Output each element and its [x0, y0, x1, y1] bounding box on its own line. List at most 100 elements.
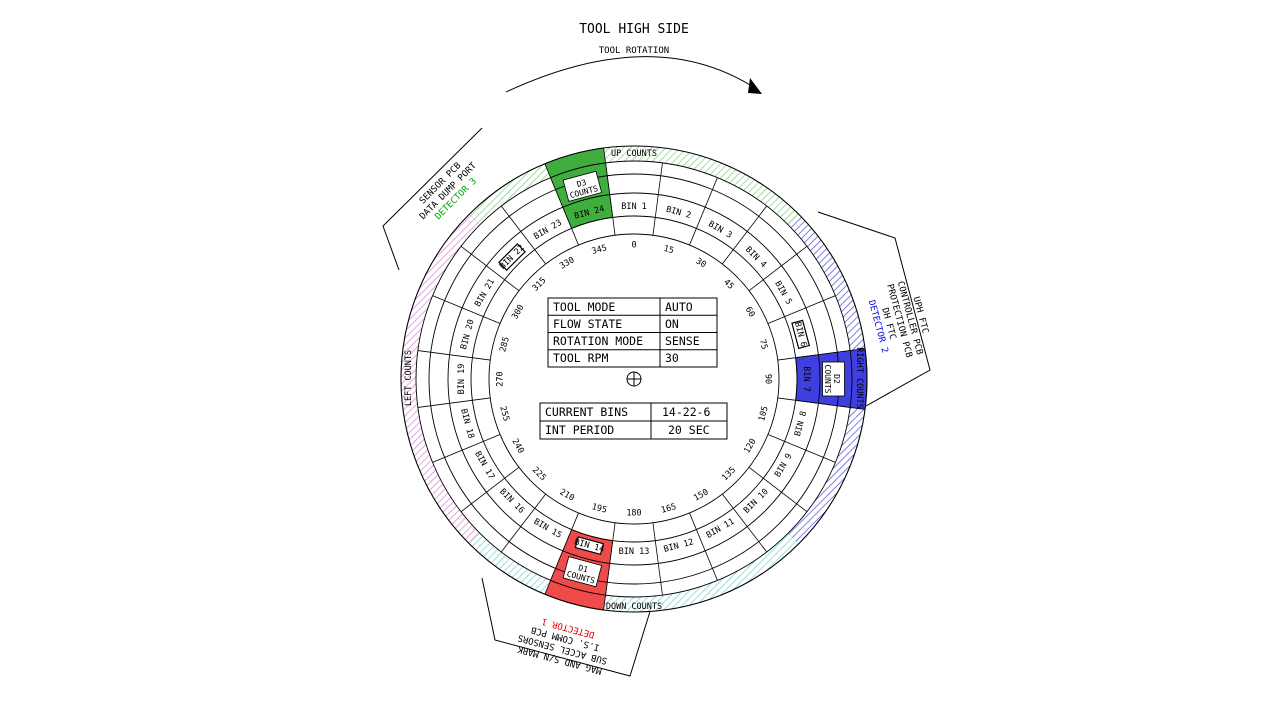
rotation-label: TOOL ROTATION: [599, 46, 669, 56]
angle-label: 195: [590, 502, 607, 516]
bin-label: BIN 21: [473, 277, 497, 309]
bin-label: BIN 1: [621, 202, 647, 212]
bin-label: BIN 12: [663, 537, 695, 555]
bin-label: BIN 19: [457, 364, 467, 395]
bin-label: BIN 3: [706, 219, 733, 240]
angle-label: 45: [721, 277, 735, 291]
up-counts-label: UP COUNTS: [611, 149, 657, 159]
status-value-tool-rpm: 30: [665, 351, 679, 365]
angle-label: 180: [626, 509, 641, 519]
bins-label-int-period: INT PERIOD: [545, 423, 614, 437]
bin-divider-21: [500, 205, 547, 265]
rotation-arrow-arc: [505, 56, 751, 93]
bin-label: BIN 13: [619, 547, 650, 557]
bin-label: BIN 5: [772, 279, 793, 306]
angle-label: 120: [742, 437, 758, 455]
angle-label: 75: [757, 338, 769, 350]
status-label-flow-state: FLOW STATE: [553, 317, 622, 331]
ring-5: [488, 233, 780, 525]
angle-label: 255: [497, 405, 511, 422]
detector-2-counts-box: [822, 361, 845, 397]
status-label-tool-mode: TOOL MODE: [553, 300, 615, 314]
status-table: TOOL MODE AUTO FLOW STATE ON ROTATION MO…: [547, 297, 718, 368]
ring-1: [415, 160, 853, 598]
center-crosshair-icon: [626, 371, 642, 387]
angle-label: 330: [558, 255, 576, 271]
callout-bottom: MAG AND S/N MARK SUB ACCEL SENSORS I.S. …: [516, 616, 608, 676]
bin-divider-9: [721, 493, 768, 553]
angle-label: 90: [763, 374, 773, 384]
bin-label: BIN 16: [497, 487, 526, 516]
angle-label: 345: [591, 243, 608, 257]
status-label-rotation-mode: ROTATION MODE: [553, 334, 643, 348]
bins-table: CURRENT BINS 14-22-6 INT PERIOD 20 SEC: [539, 402, 728, 440]
down-counts-label: DOWN COUNTS: [606, 602, 662, 612]
bin-divider-20: [460, 245, 520, 292]
angle-label: 135: [720, 465, 738, 483]
detector-3-counts-text: D3: [576, 178, 588, 189]
highlighted-bin-box: [574, 536, 605, 556]
angle-label: 270: [496, 371, 506, 386]
ring-3: [447, 192, 821, 566]
angle-label: 30: [694, 256, 708, 270]
left-counts-label: LEFT COUNTS: [404, 350, 414, 406]
bin-divider-0: [652, 162, 663, 236]
radial-layer: [417, 162, 851, 596]
bin-divider-14: [500, 493, 547, 553]
bin-label: BIN 2: [665, 205, 692, 221]
angle-label: 300: [510, 303, 526, 321]
bin-label: BIN 4: [743, 245, 768, 270]
rings-layer: [400, 145, 868, 613]
ring-4: [470, 215, 798, 543]
detector-1-counts-box: [562, 556, 603, 588]
angle-label: 315: [531, 276, 549, 294]
bins-label-current-bins: CURRENT BINS: [545, 405, 628, 419]
bin-divider-8: [748, 466, 808, 513]
bin-label: BIN 10: [742, 487, 771, 516]
down-counts-arc: [469, 533, 799, 612]
angle-label: 225: [530, 465, 548, 483]
angle-label: 150: [692, 487, 710, 503]
bin-divider-10: [689, 512, 718, 581]
angle-label: 240: [509, 437, 525, 455]
angle-label: 15: [662, 244, 674, 256]
right-counts-arc: [788, 214, 867, 544]
diagram-title: TOOL HIGH SIDE: [579, 22, 689, 37]
status-value-flow-state: ON: [665, 317, 679, 331]
ring-0: [400, 145, 868, 613]
angle-label: 285: [498, 336, 512, 353]
angle-label: 210: [558, 487, 576, 503]
detector-2-counts-text: D2: [832, 374, 841, 384]
detector-1-counts-text: D1: [577, 563, 589, 574]
bin-label: BIN 23: [532, 218, 564, 242]
highlighted-bin-box: [498, 243, 526, 271]
bin-divider-7: [767, 434, 836, 463]
bin-divider-17: [417, 397, 491, 408]
bins-value-current-bins: 14-22-6: [662, 405, 711, 419]
detector-3-counts-box: [562, 170, 603, 202]
bin-label: BIN 7: [801, 366, 811, 392]
bin-label: BIN 8: [793, 410, 809, 437]
bin-divider-15: [460, 466, 520, 513]
left-counts-arc: [401, 214, 480, 544]
angle-label: 60: [743, 305, 757, 319]
bin-divider-19: [432, 295, 501, 324]
bin-label: BIN 9: [773, 452, 794, 479]
status-label-tool-rpm: TOOL RPM: [553, 351, 608, 365]
status-value-rotation-mode: SENSE: [665, 334, 700, 348]
highlighted-bin-box: [791, 319, 811, 350]
right-counts-label: RIGHT COUNTS: [854, 347, 864, 408]
bin-divider-18: [417, 350, 491, 361]
angle-label: 0: [631, 241, 636, 251]
angle-label: 165: [660, 502, 677, 516]
status-value-tool-mode: AUTO: [665, 300, 693, 314]
bin-divider-11: [652, 522, 663, 596]
bin-divider-1: [689, 177, 718, 246]
tool-housing-outline: [382, 127, 931, 677]
angle-label: 105: [757, 405, 771, 422]
detector-2-counts-text: COUNTS: [823, 365, 832, 394]
